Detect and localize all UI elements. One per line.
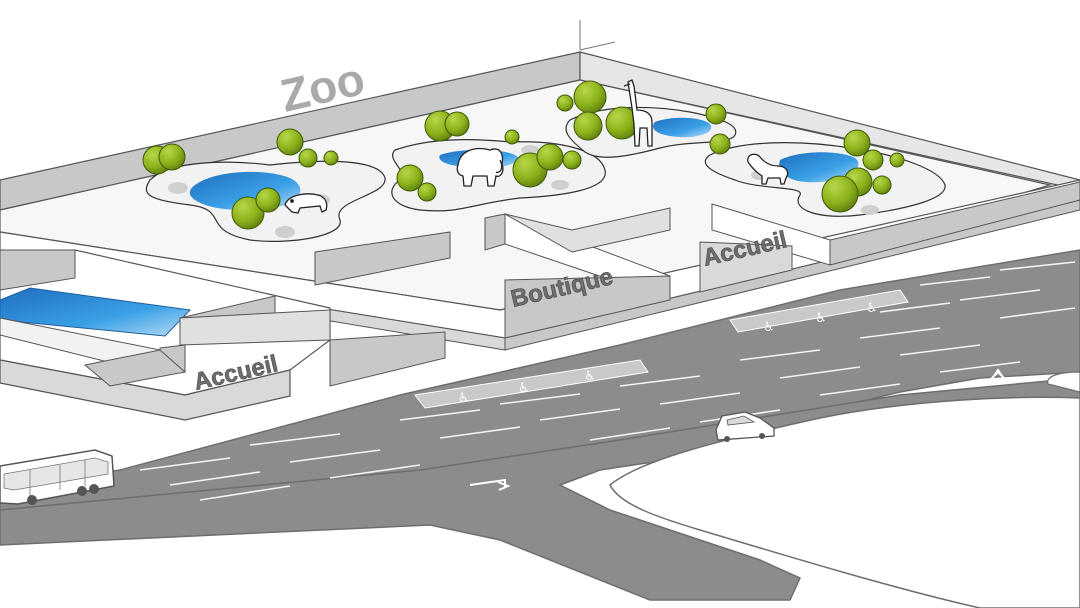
- pond: [779, 152, 859, 183]
- back-wall-right: [579, 51, 1080, 191]
- pool: [0, 287, 192, 337]
- trees: [142, 80, 905, 230]
- boutique-building: [484, 207, 671, 339]
- dog-icon: [747, 153, 789, 185]
- left-wing-front: [0, 359, 291, 421]
- inner-walls: [314, 231, 451, 286]
- wheelchair-icon: ♿: [518, 381, 530, 396]
- accueil-right-building: [699, 181, 1080, 293]
- elephant-icon: [456, 147, 504, 187]
- bus-icon: [0, 449, 115, 505]
- disabled-parking-spots: ♿ ♿ ♿ ♿ ♿ ♿: [414, 289, 909, 409]
- enclosure-dog: [704, 142, 946, 217]
- parking-stripes: [139, 261, 1076, 501]
- pond: [652, 117, 712, 138]
- arrow-icon: [989, 368, 1005, 381]
- wheelchair-icon: ♿: [458, 391, 470, 406]
- parking-area: ♿ ♿ ♿ ♿ ♿ ♿: [0, 249, 1080, 608]
- parking-island-right: [1047, 371, 1080, 393]
- car-icon: [715, 411, 775, 442]
- hippo-icon: [284, 193, 328, 214]
- wheelchair-icon: ♿: [866, 301, 878, 316]
- wheelchair-icon: ♿: [815, 311, 827, 326]
- arrow-icon: [469, 478, 511, 491]
- giraffe-icon: [623, 79, 653, 147]
- wheelchair-icon: ♿: [763, 320, 775, 335]
- left-wing: [0, 249, 446, 421]
- wheelchair-icon: ♿: [584, 369, 596, 384]
